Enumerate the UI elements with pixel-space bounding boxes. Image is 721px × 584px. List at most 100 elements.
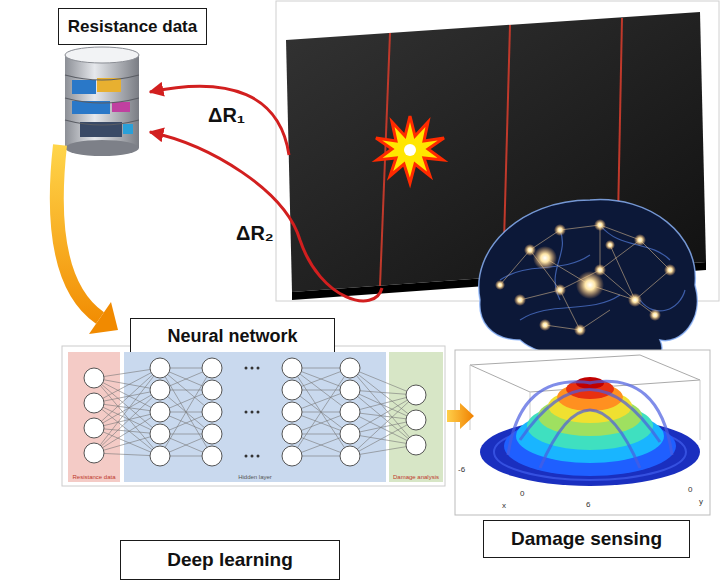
hidden-neuron <box>340 424 360 444</box>
neuron <box>514 294 526 306</box>
node-text: Deep learning <box>167 549 293 571</box>
neuron-links <box>500 225 670 330</box>
signal-arrow <box>150 86 289 155</box>
neuron <box>649 309 661 321</box>
data-block <box>72 80 96 94</box>
surface-layer <box>566 379 614 399</box>
neuron <box>495 280 505 290</box>
network-link <box>292 368 350 456</box>
data-block <box>97 78 121 92</box>
node-text: Damage analysis <box>393 474 439 481</box>
hidden-neuron <box>150 380 170 400</box>
label-holder: -6 <box>458 458 465 476</box>
surface-layer <box>516 409 664 463</box>
node-text: Resistance data <box>68 17 197 37</box>
signal-arrow <box>150 132 382 301</box>
tick-label: -6 <box>458 465 465 474</box>
neuron <box>594 264 606 276</box>
label-holder: y <box>699 490 703 508</box>
brain-fold <box>600 225 670 260</box>
axis-label: y <box>699 497 703 506</box>
layer-band: Resistance data <box>68 352 120 482</box>
neuron <box>628 293 642 307</box>
flow-arrow <box>57 145 100 318</box>
brain-fold <box>520 295 620 320</box>
label-holder: ΔR₁ <box>208 104 245 127</box>
hidden-neuron <box>150 424 170 444</box>
surface-layer <box>527 402 653 450</box>
input-neuron <box>84 418 104 438</box>
hidden-neuron <box>282 424 302 444</box>
network-link <box>94 368 160 456</box>
surface-layer <box>557 383 623 411</box>
hidden-neuron <box>202 424 222 444</box>
network-link <box>350 368 416 456</box>
brain <box>479 200 698 361</box>
dot <box>251 411 254 414</box>
ellipsis-dots <box>245 367 260 458</box>
input-neuron <box>84 368 104 388</box>
neuron <box>664 264 676 276</box>
data-block <box>112 102 130 112</box>
flow-arrow-head <box>89 302 118 334</box>
dot <box>257 411 260 414</box>
node-text: Neural network <box>167 326 297 347</box>
neuron <box>574 324 586 336</box>
tick-label: 6 <box>586 500 590 509</box>
dot <box>257 367 260 370</box>
hidden-neuron <box>340 402 360 422</box>
plot-frame <box>455 350 710 515</box>
hidden-neuron <box>150 358 170 378</box>
burst-core <box>404 144 416 156</box>
data-block <box>80 122 122 137</box>
network-links <box>94 368 416 456</box>
label-holder: x <box>502 494 506 512</box>
neuron <box>594 219 606 231</box>
neurons <box>84 358 426 466</box>
label-holder: 0 <box>688 478 692 496</box>
neuron <box>554 224 566 236</box>
surface-layer <box>504 416 676 476</box>
title-box: Neural network <box>130 318 335 355</box>
hidden-neuron <box>202 358 222 378</box>
neuron <box>634 234 646 246</box>
neuron <box>524 244 536 256</box>
hidden-neuron <box>150 446 170 466</box>
hidden-neuron <box>282 446 302 466</box>
plot-box <box>470 365 700 440</box>
dot <box>251 367 254 370</box>
hidden-neuron <box>282 358 302 378</box>
surface-layer <box>548 389 632 423</box>
dot <box>251 455 254 458</box>
surface-ripple <box>494 424 686 480</box>
plot-box <box>470 355 700 392</box>
hidden-neuron <box>340 358 360 378</box>
hidden-neuron <box>340 446 360 466</box>
surface-layer <box>538 396 642 436</box>
neuron-glow <box>576 271 604 299</box>
damage-burst <box>376 116 444 183</box>
output-neuron <box>406 435 426 455</box>
axis-label: x <box>502 501 506 510</box>
brain-fold <box>500 255 590 280</box>
signal-label: ΔR₂ <box>236 222 274 245</box>
hidden-neuron <box>282 402 302 422</box>
brain-fold <box>640 290 685 311</box>
database-body <box>65 55 139 148</box>
dot <box>245 411 248 414</box>
node-text: Resistance data <box>72 474 115 481</box>
label-holder: 6 <box>586 493 590 511</box>
sensor-line <box>617 18 622 269</box>
hidden-neuron <box>202 380 222 400</box>
neuron-glow <box>533 246 557 270</box>
title-box: Resistance data <box>58 8 207 45</box>
layer-band: Hidden layer <box>124 352 386 482</box>
label-holder: 0 <box>520 482 524 500</box>
hidden-neuron <box>150 402 170 422</box>
surface-base <box>480 418 700 486</box>
brain-fold <box>555 230 562 300</box>
signal-label: ΔR₁ <box>208 104 245 127</box>
